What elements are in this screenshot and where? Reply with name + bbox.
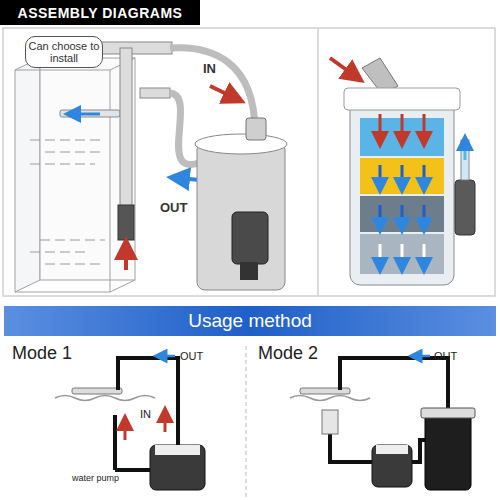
flow-label: OUT (160, 201, 187, 215)
node-text: ASSEMBLY DIAGRAMS (18, 5, 183, 21)
flow-label: IN (203, 62, 216, 76)
node-text: Can choose to install (26, 40, 102, 64)
mode-heading: Mode 2 (258, 344, 318, 364)
flow-label: OUT (434, 350, 457, 362)
section-band: Usage method (4, 306, 496, 336)
title-banner: ASSEMBLY DIAGRAMS (0, 0, 200, 25)
node-text: Usage method (188, 310, 312, 332)
flow-label: IN (140, 408, 151, 420)
part-label: water pump (72, 474, 119, 484)
callout-box: Can choose to install (25, 36, 103, 68)
flow-label: OUT (180, 350, 203, 362)
mode-heading: Mode 1 (12, 344, 72, 364)
